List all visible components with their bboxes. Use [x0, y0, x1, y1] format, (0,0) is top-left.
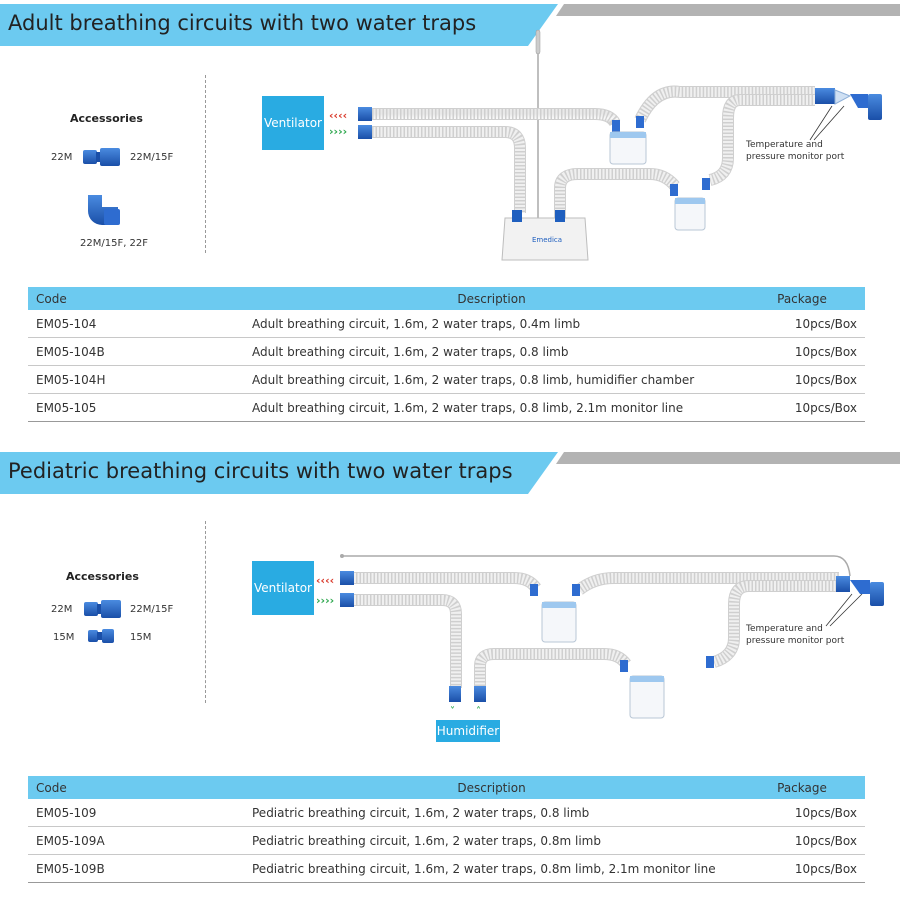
pediatric-acc2-right-label: 15M	[130, 632, 152, 643]
svg-text:˄: ˄	[476, 705, 481, 717]
adult-acc1-left-label: 22M	[51, 152, 73, 163]
pediatric-banner: Pediatric breathing circuits with two wa…	[0, 448, 900, 496]
table-row: EM05-104 Adult breathing circuit, 1.6m, …	[28, 310, 865, 338]
pediatric-title: Pediatric breathing circuits with two wa…	[8, 459, 513, 483]
cell-code: EM05-109A	[28, 826, 244, 855]
adult-port-note-1: Temperature and	[746, 140, 823, 150]
adult-product-table: Code Description Package EM05-104 Adult …	[28, 287, 865, 422]
cell-package: 10pcs/Box	[739, 337, 865, 366]
adult-divider	[205, 75, 206, 253]
cell-code: EM05-109B	[28, 854, 244, 883]
cell-description: Adult breathing circuit, 1.6m, 2 water t…	[244, 310, 739, 338]
cell-description: Adult breathing circuit, 1.6m, 2 water t…	[244, 393, 739, 422]
adult-ventilator-box: Ventilator	[262, 96, 324, 150]
pediatric-product-table: Code Description Package EM05-109 Pediat…	[28, 776, 865, 883]
small-connector-icon	[88, 629, 114, 643]
cell-description: Pediatric breathing circuit, 1.6m, 2 wat…	[244, 854, 739, 883]
pediatric-accessories-title: Accessories	[66, 570, 139, 583]
header-code: Code	[28, 287, 244, 310]
straight-connector-icon	[83, 148, 120, 166]
table-row: EM05-104B Adult breathing circuit, 1.6m,…	[28, 337, 865, 366]
cell-package: 10pcs/Box	[739, 826, 865, 855]
header-code: Code	[28, 776, 244, 799]
header-package: Package	[739, 287, 865, 310]
table-row: EM05-109 Pediatric breathing circuit, 1.…	[28, 799, 865, 827]
pediatric-acc1-left-label: 22M	[51, 604, 73, 615]
cell-code: EM05-104H	[28, 365, 244, 394]
pediatric-port-note-1: Temperature and	[746, 624, 823, 634]
cell-description: Pediatric breathing circuit, 1.6m, 2 wat…	[244, 799, 739, 827]
cell-code: EM05-104B	[28, 337, 244, 366]
svg-text:‹‹‹‹: ‹‹‹‹	[329, 109, 347, 122]
pediatric-divider	[205, 521, 206, 703]
cell-code: EM05-105	[28, 393, 244, 422]
pediatric-acc1-right-label: 22M/15F	[130, 604, 174, 615]
pediatric-circuit-diagram: ‹‹‹‹ ›››› ˅ ˄	[316, 554, 884, 719]
header-package: Package	[739, 776, 865, 799]
humidifier-box: Humidifier	[436, 720, 500, 742]
adult-port-note-2: pressure monitor port	[746, 152, 845, 162]
pediatric-ventilator-box: Ventilator	[252, 561, 314, 615]
cell-description: Adult breathing circuit, 1.6m, 2 water t…	[244, 365, 739, 394]
table-row: EM05-109B Pediatric breathing circuit, 1…	[28, 854, 865, 883]
cell-description: Adult breathing circuit, 1.6m, 2 water t…	[244, 337, 739, 366]
pediatric-acc2-left-label: 15M	[53, 632, 75, 643]
cell-code: EM05-104	[28, 310, 244, 338]
svg-text:››››: ››››	[316, 594, 334, 607]
cell-package: 10pcs/Box	[739, 799, 865, 827]
cell-code: EM05-109	[28, 799, 244, 827]
straight-connector-icon	[84, 600, 121, 618]
adult-banner: Adult breathing circuits with two water …	[0, 0, 900, 48]
elbow-connector-icon	[88, 195, 120, 225]
cell-package: 10pcs/Box	[739, 393, 865, 422]
adult-acc2-label: 22M/15F, 22F	[80, 238, 149, 249]
table-row: EM05-105 Adult breathing circuit, 1.6m, …	[28, 393, 865, 422]
header-description: Description	[244, 287, 739, 310]
cell-description: Pediatric breathing circuit, 1.6m, 2 wat…	[244, 826, 739, 855]
table-row: EM05-109A Pediatric breathing circuit, 1…	[28, 826, 865, 855]
svg-text:˅: ˅	[450, 705, 455, 717]
brand-logo: Emedica	[532, 236, 562, 244]
cell-package: 10pcs/Box	[739, 365, 865, 394]
adult-title: Adult breathing circuits with two water …	[8, 11, 477, 35]
adult-circuit-diagram: ‹‹‹‹ ››››	[329, 29, 882, 261]
table-row: EM05-104H Adult breathing circuit, 1.6m,…	[28, 365, 865, 394]
header-description: Description	[244, 776, 739, 799]
adult-acc1-right-label: 22M/15F	[130, 152, 174, 163]
adult-section: Adult breathing circuits with two water …	[0, 0, 900, 430]
pediatric-section: Pediatric breathing circuits with two wa…	[0, 448, 900, 899]
cell-package: 10pcs/Box	[739, 854, 865, 883]
adult-table-header: Code Description Package	[28, 287, 865, 310]
adult-accessories-title: Accessories	[70, 112, 143, 125]
pediatric-table-header: Code Description Package	[28, 776, 865, 799]
svg-text:››››: ››››	[329, 125, 347, 138]
pediatric-port-note-2: pressure monitor port	[746, 636, 845, 646]
cell-package: 10pcs/Box	[739, 310, 865, 338]
svg-text:‹‹‹‹: ‹‹‹‹	[316, 574, 334, 587]
